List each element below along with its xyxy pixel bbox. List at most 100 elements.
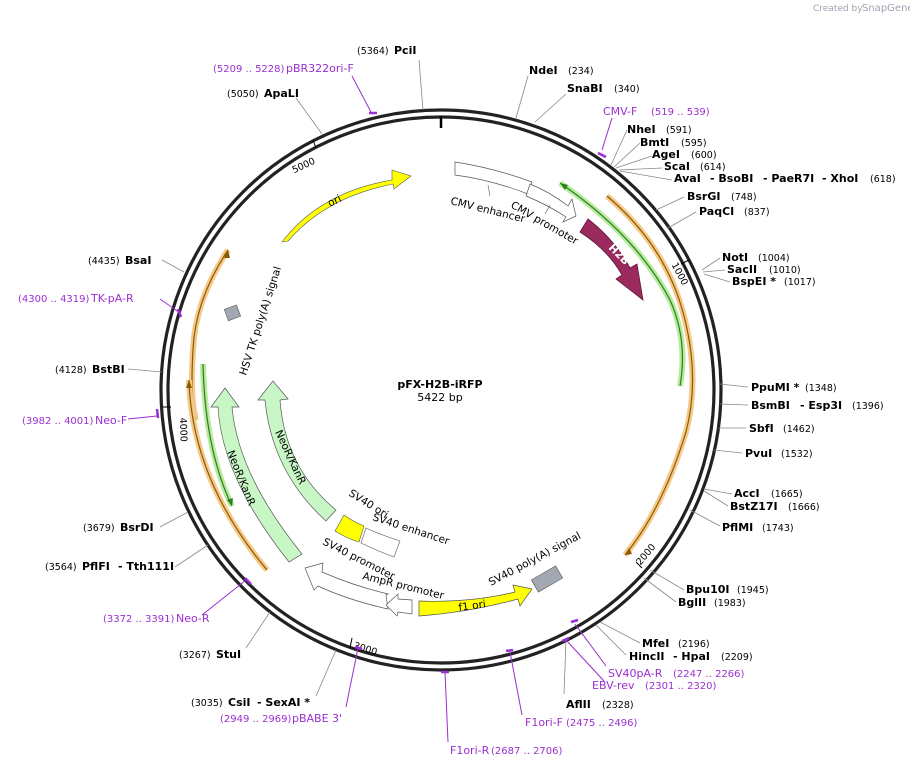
ori-label: ori <box>326 193 344 210</box>
svg-text:(600): (600) <box>691 150 717 161</box>
svg-text:SnaBI: SnaBI <box>567 82 603 95</box>
site-sacii: SacII(1010) <box>727 263 801 276</box>
plasmid-size: 5422 bp <box>417 391 462 404</box>
plasmid-title: pFX-H2B-iRFP 5422 bp <box>397 378 482 404</box>
svg-text:PpuMI *: PpuMI * <box>751 381 800 394</box>
sv40-polya-box <box>530 565 564 593</box>
svg-text:(591): (591) <box>666 125 692 136</box>
svg-text:(614): (614) <box>700 162 726 173</box>
site-mfei: MfeI(2196) <box>642 637 710 650</box>
svg-text:(2475 .. 2496): (2475 .. 2496) <box>566 718 638 729</box>
svg-text:(5050): (5050) <box>227 89 259 100</box>
sv40-enhancer-box <box>360 527 401 558</box>
svg-text:(4128): (4128) <box>55 365 87 376</box>
svg-text:(595): (595) <box>681 138 707 149</box>
ori-arrow <box>281 169 412 243</box>
svg-text:(2247 .. 2266): (2247 .. 2266) <box>673 669 745 680</box>
site-pcii: (5364)PciI <box>357 44 416 57</box>
primer-tk-pa-r: (4300 .. 4319)TK-pA-R <box>18 292 134 305</box>
hsv-tk-polya-label: HSV TK poly(A) signal <box>237 265 284 377</box>
site-paqci: PaqCI(837) <box>699 205 770 218</box>
svg-text:(3679): (3679) <box>83 523 115 534</box>
svg-text:(1945): (1945) <box>737 585 769 596</box>
svg-text:CMV-F: CMV-F <box>603 105 637 118</box>
site-nhei: NheI(591) <box>627 123 692 136</box>
svg-text:SbfI: SbfI <box>749 422 774 435</box>
svg-text:- BsoBI: - BsoBI <box>710 172 753 185</box>
svg-text:PaqCI: PaqCI <box>699 205 734 218</box>
svg-text:(1665): (1665) <box>771 489 803 500</box>
tick-2000: 2000 <box>634 542 658 569</box>
site-bstz17i: BstZ17I(1666) <box>730 500 820 513</box>
svg-text:F1ori-R: F1ori-R <box>450 744 490 757</box>
svg-text:(1017): (1017) <box>784 277 816 288</box>
svg-text:HincII: HincII <box>629 650 665 663</box>
svg-text:EBV-rev: EBV-rev <box>592 679 635 692</box>
site-scai: ScaI(614) <box>664 160 726 173</box>
svg-text:(748): (748) <box>731 192 757 203</box>
sv40-promoter-arrow <box>304 562 390 610</box>
primer-cmv-f: CMV-F(519 .. 539) <box>603 105 710 118</box>
tick-label-2000: 2000 <box>634 542 658 568</box>
primer-neo-r: (3372 .. 3391)Neo-R <box>103 612 210 625</box>
f1-ori-label: f1 ori <box>458 598 487 614</box>
svg-text:Neo-F: Neo-F <box>95 414 127 427</box>
svg-text:BsrDI: BsrDI <box>120 521 154 534</box>
site-bsrdi: (3679) BsrDI <box>83 521 154 534</box>
primers: (5209 .. 5228)pBR322ori-F CMV-F(519 .. 5… <box>18 62 745 757</box>
tick-4000: 4000 <box>163 406 189 442</box>
svg-text:(1396): (1396) <box>852 401 884 412</box>
site-snabi: SnaBI(340) <box>567 82 640 95</box>
site-hincii: HincII- HpaI(2209) <box>629 650 753 663</box>
brand-name: SnapGene <box>862 3 910 14</box>
site-agei: AgeI(600) <box>652 148 717 161</box>
plasmid-name: pFX-H2B-iRFP <box>397 378 482 391</box>
svg-text:BsmBI: BsmBI <box>751 399 790 412</box>
svg-text:- PaeR7I: - PaeR7I <box>763 172 814 185</box>
primer-f1ori-f: F1ori-F(2475 .. 2496) <box>525 716 638 729</box>
primer-binding-arcs <box>186 180 696 572</box>
svg-text:- XhoI: - XhoI <box>822 172 858 185</box>
svg-text:(2301 .. 2320): (2301 .. 2320) <box>645 681 717 692</box>
site-noti: NotI(1004) <box>722 251 790 264</box>
svg-text:SV40pA-R: SV40pA-R <box>608 667 663 680</box>
site-bmti: BmtI (595) <box>640 136 707 149</box>
primer-pbr322ori-f: (5209 .. 5228)pBR322ori-F <box>213 62 354 75</box>
svg-text:pBR322ori-F: pBR322ori-F <box>286 62 354 75</box>
svg-text:BstBI: BstBI <box>92 363 125 376</box>
svg-text:(618): (618) <box>870 174 896 185</box>
svg-text:(1004): (1004) <box>758 253 790 264</box>
svg-text:(3372 .. 3391): (3372 .. 3391) <box>103 614 175 625</box>
ampr-promoter-arrow <box>385 593 413 617</box>
svg-text:(2328): (2328) <box>602 700 634 711</box>
svg-text:(5209 .. 5228): (5209 .. 5228) <box>213 64 285 75</box>
cmv-promoter-arrow <box>525 183 577 223</box>
svg-text:BsrGI: BsrGI <box>687 190 720 203</box>
svg-text:BsaI: BsaI <box>125 254 151 267</box>
svg-text:NdeI: NdeI <box>529 64 558 77</box>
svg-text:(1743): (1743) <box>762 523 794 534</box>
site-aflii: AflII (2328) <box>566 698 634 711</box>
svg-text:SacII: SacII <box>727 263 757 276</box>
site-bsai: (4435)BsaI <box>88 254 151 267</box>
svg-text:AflII: AflII <box>566 698 591 711</box>
neor-kanr-inner-arrow <box>257 380 337 522</box>
site-bpu10i: Bpu10I (1945) <box>686 583 769 596</box>
svg-text:MfeI: MfeI <box>642 637 669 650</box>
svg-text:Bpu10I: Bpu10I <box>686 583 730 596</box>
primer-arc-green-right <box>558 180 686 387</box>
primer-ebv-rev: EBV-rev (2301 .. 2320) <box>592 679 717 692</box>
site-bstbi: (4128) BstBI <box>55 363 125 376</box>
site-bsrgi: BsrGI (748) <box>687 190 757 203</box>
backbone <box>159 108 723 672</box>
sv40-ori-box <box>334 514 365 543</box>
svg-text:(1348): (1348) <box>805 383 837 394</box>
svg-text:- Esp3I: - Esp3I <box>800 399 842 412</box>
site-acci: AccI(1665) <box>734 487 803 500</box>
svg-text:(5364): (5364) <box>357 46 389 57</box>
svg-text:StuI: StuI <box>216 648 241 661</box>
svg-text:BmtI: BmtI <box>640 136 669 149</box>
site-apali: (5050)ApaLI <box>227 87 299 100</box>
tick-label-4000: 4000 <box>177 417 189 442</box>
